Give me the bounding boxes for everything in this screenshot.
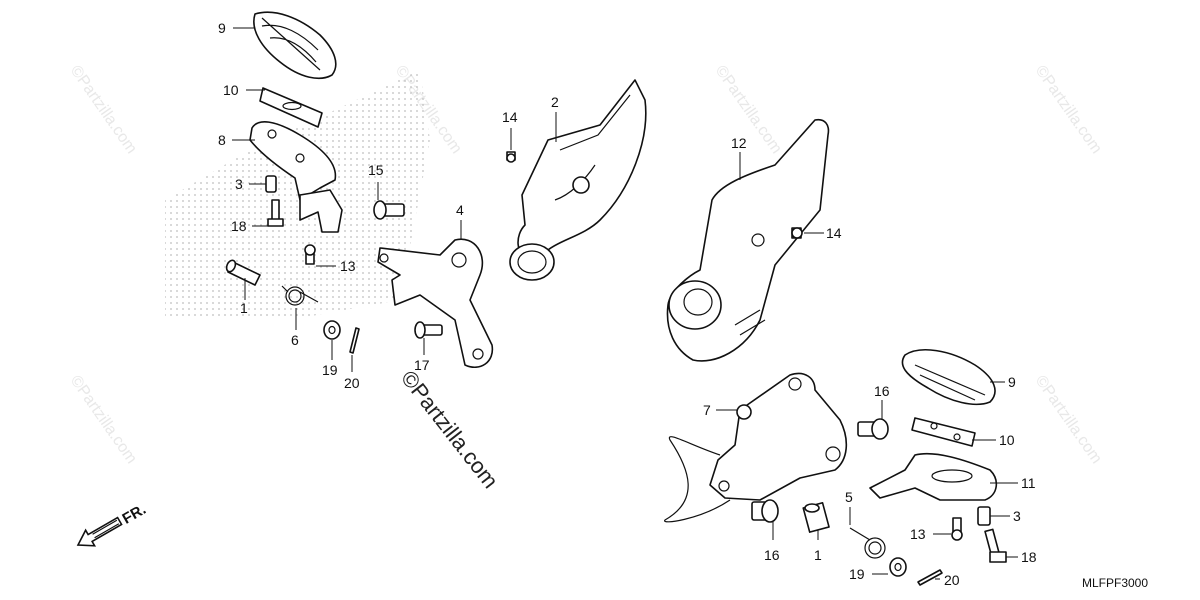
part-3-collar-left xyxy=(265,175,277,193)
part-20-cotter-pin-left xyxy=(349,327,360,354)
diagram-code: MLFPF3000 xyxy=(1082,576,1148,590)
part-19-washer-left xyxy=(323,320,341,340)
callout-18-left: 18 xyxy=(231,218,247,234)
watermark-4: ©Partzilla.com xyxy=(1032,63,1105,157)
part-16-bolt-upper xyxy=(857,418,889,440)
part-1-pin-right xyxy=(802,502,830,533)
front-label: FR. xyxy=(120,501,149,528)
dotted-logo-background xyxy=(165,70,430,318)
watermark-1: ©Partzilla.com xyxy=(67,63,140,157)
callout-20-left: 20 xyxy=(344,375,360,391)
part-11-step-right xyxy=(869,452,998,501)
callout-18-right: 18 xyxy=(1021,549,1037,565)
part-5-spring xyxy=(849,527,886,559)
callout-9-left: 9 xyxy=(218,20,226,36)
front-arrow-icon xyxy=(76,516,123,547)
part-9-footpeg-rubber-left xyxy=(253,11,337,79)
part-12-heel-guard xyxy=(666,118,830,362)
part-14-bolt-right xyxy=(791,227,803,239)
callout-4: 4 xyxy=(456,202,464,218)
callout-20-right: 20 xyxy=(944,572,960,588)
callout-17: 17 xyxy=(414,357,430,373)
part-6-spring-left xyxy=(281,285,319,306)
callout-11: 11 xyxy=(1021,475,1036,491)
callout-3-right: 3 xyxy=(1013,508,1021,524)
part-2-heel-guard xyxy=(509,79,647,281)
part-17-bolt xyxy=(414,321,443,339)
part-1-pin-left xyxy=(225,259,261,286)
part-9-footpeg-rubber-right xyxy=(901,349,996,406)
callout-1-left: 1 xyxy=(240,300,248,316)
part-18-bolt-right xyxy=(984,528,1007,563)
callout-6: 6 xyxy=(291,332,299,348)
part-8-step-left xyxy=(249,121,343,233)
part-16-bolt-lower xyxy=(751,499,779,523)
callout-5: 5 xyxy=(845,489,853,505)
callout-9-right: 9 xyxy=(1008,374,1016,390)
watermark-6: ©Partzilla.com xyxy=(1032,373,1105,467)
callout-labels: 9 10 8 3 18 1 13 6 19 20 15 4 17 14 2 12… xyxy=(218,20,1037,588)
part-10-plate-left xyxy=(259,87,323,128)
callout-16-lower: 16 xyxy=(764,547,780,563)
callout-10-left: 10 xyxy=(223,82,239,98)
part-15-bolt xyxy=(373,200,405,220)
leader-lines xyxy=(232,27,1018,580)
part-13-bolt-left xyxy=(304,244,316,265)
callout-14-left: 14 xyxy=(502,109,518,125)
callout-8: 8 xyxy=(218,132,226,148)
callout-12: 12 xyxy=(731,135,747,151)
front-direction-indicator: FR. xyxy=(76,501,149,547)
part-10-plate-right xyxy=(911,417,976,447)
part-3-collar-right xyxy=(977,506,991,526)
part-14-bolt-left xyxy=(506,151,516,163)
watermark-3: ©Partzilla.com xyxy=(712,63,785,157)
callout-10-right: 10 xyxy=(999,432,1015,448)
callout-2: 2 xyxy=(551,94,559,110)
part-4-bracket xyxy=(377,238,494,369)
callout-19-right: 19 xyxy=(849,566,865,582)
part-13-bolt-right xyxy=(951,517,963,541)
callout-19-left: 19 xyxy=(322,362,338,378)
part-7-bracket xyxy=(664,372,848,523)
callout-13-right: 13 xyxy=(910,526,926,542)
watermark-5: ©Partzilla.com xyxy=(67,373,140,467)
part-18-bolt-left xyxy=(267,199,284,227)
part-20-cotter-pin-right xyxy=(917,569,943,586)
callout-7: 7 xyxy=(703,402,711,418)
watermark-center: ©Partzilla.com xyxy=(396,366,503,493)
callout-1-right: 1 xyxy=(814,547,822,563)
callout-3-left: 3 xyxy=(235,176,243,192)
callout-13-left: 13 xyxy=(340,258,356,274)
part-19-washer-right xyxy=(889,557,907,577)
callout-14-right: 14 xyxy=(826,225,842,241)
callout-16-upper: 16 xyxy=(874,383,890,399)
callout-15: 15 xyxy=(368,162,384,178)
